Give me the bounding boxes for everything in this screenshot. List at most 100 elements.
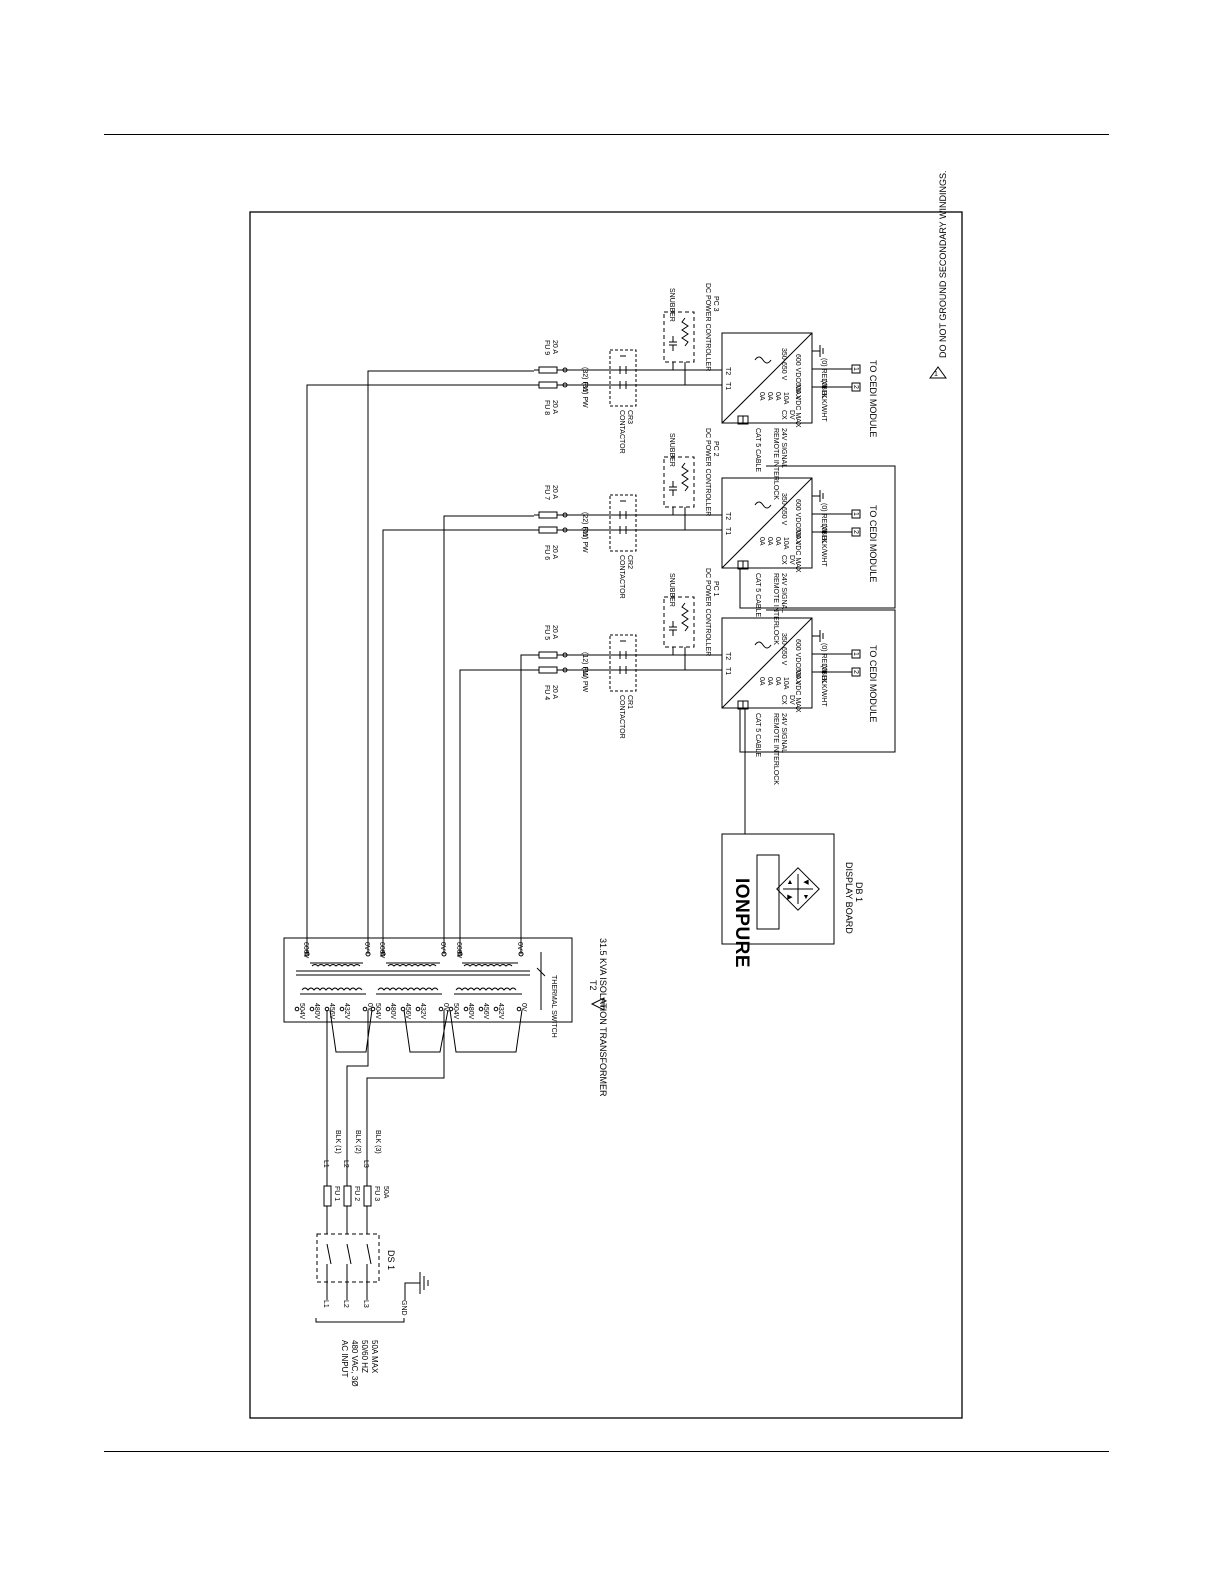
footer-rule [104, 1451, 1109, 1452]
pc-diagonal [721, 477, 813, 569]
secondary-terminal [518, 951, 524, 957]
note-block: 1 DO NOT GROUND SECONDARY WINDINGS. [929, 170, 948, 379]
to-cedi-label: TO CEDI MODULE [868, 505, 878, 582]
display-id: DB 1 [854, 882, 864, 902]
pc-cat5-label: CAT 5 CABLE [754, 428, 761, 472]
secondary-terminal [457, 951, 463, 957]
pc-cx: CX [780, 695, 787, 705]
interlock-loop-2 [739, 609, 896, 753]
wire-a-label: (11) PW [581, 667, 588, 693]
transformer-box [283, 937, 573, 1023]
pc-ctrl-4: 10A [782, 677, 789, 690]
snubber-capacitor [669, 621, 677, 636]
display-logo: IONPURE [731, 878, 752, 968]
contactor-box [609, 349, 637, 407]
wire2-label: BLK (2) [354, 1130, 361, 1154]
input-voltage: 480 VAC, 3Ø [350, 1340, 359, 1387]
pc-box [721, 477, 813, 569]
ac-input-labels: AC INPUT 480 VAC, 3Ø 50/60 HZ 50A MAX L1… [322, 1130, 407, 1387]
wire1-label: BLK (1) [334, 1130, 341, 1154]
tap-terminal [324, 1006, 330, 1012]
secondary-terminal [365, 951, 371, 957]
pc-diagonal [721, 617, 813, 709]
snubber-box [663, 311, 695, 363]
wire1-phase: L1 [322, 1160, 329, 1168]
pc-t1: T1 [724, 527, 731, 535]
sec-low-2: 0V [439, 942, 446, 951]
pc-ctrl-3: 0A [774, 537, 781, 546]
pc-title: DC POWER CONTROLLER [704, 428, 711, 516]
tb-neg [851, 527, 861, 537]
primary-tap-2-5: 0V [442, 1003, 449, 1012]
pc-ctrl-3: 0A [774, 677, 781, 686]
pc-ctrl-1: 0A [758, 537, 765, 546]
input-bracket [315, 1318, 405, 1323]
pc-out-pos: 600 VDC MAX [794, 499, 801, 545]
snubber-label: SNUBBER [668, 288, 675, 322]
sec-high-3: 600V [455, 942, 462, 959]
wire-b-label: (32) PW [581, 367, 588, 393]
tap-terminal [463, 1006, 469, 1012]
dc-out-neg-label: (0) BLK/WHT [820, 665, 827, 707]
pc-ctrl-4: 10A [782, 392, 789, 405]
fuse-b-symbol [538, 651, 558, 659]
pc-t1: T1 [724, 667, 731, 675]
transformer-marker: 1 [600, 1002, 604, 1009]
pc-box [721, 332, 813, 424]
pc-rating: 350-650 V [780, 633, 787, 666]
pc-remote-label: REMOTE INTERLOCK [772, 573, 779, 645]
phase-l3: L3 [362, 1300, 369, 1308]
sec-low-1: 0V [363, 942, 370, 951]
ground-symbol [404, 1272, 429, 1300]
to-cedi-label: TO CEDI MODULE [868, 645, 878, 722]
ground-label: GND [400, 1300, 407, 1316]
pc-sine [754, 501, 772, 509]
fuse-a-name: FU 6 [543, 545, 550, 560]
tb-pos-label: 1 [852, 512, 859, 516]
snubber-box [663, 456, 695, 508]
pc-signal-label: 24V SIGNAL [780, 573, 787, 613]
phase-l2: L2 [342, 1300, 349, 1308]
primary-tap-3-5: 0V [520, 1003, 527, 1012]
fuse-a-rating: 20 A [551, 400, 558, 414]
fuse-a-symbol [538, 666, 558, 674]
dc-out-pos-label: (0) RED/BLK [820, 643, 827, 684]
display-board [721, 833, 835, 945]
header-rule [104, 134, 1109, 135]
thermal-switch-label: THERMAL SWITCH [550, 975, 557, 1038]
pc-out-neg: 600 VDC MAX [794, 527, 801, 573]
tb-pos-label: 1 [852, 652, 859, 656]
tap-terminal [478, 1006, 484, 1012]
note-text: DO NOT GROUND SECONDARY WINDINGS. [938, 170, 948, 358]
pc-id: PC 1 [712, 581, 719, 597]
input-fuse-symbols [323, 1180, 372, 1234]
transformer-core [296, 970, 530, 976]
disconnect-label: DS 1 [386, 1250, 396, 1270]
contactor-id: CR3 [626, 410, 633, 424]
wire-a-label: (31) PW [581, 382, 588, 408]
primary-tap-3-1: 504V [452, 1003, 459, 1020]
pc-title: DC POWER CONTROLLER [704, 283, 711, 371]
contactor-label: CONTACTOR [618, 410, 625, 454]
contactor-label: CONTACTOR [618, 555, 625, 599]
fu2-name: FU 2 [353, 1186, 360, 1201]
pc-dv: DV [788, 555, 795, 565]
snubber-resistor [681, 602, 689, 632]
pc-ctrl-1: 0A [758, 677, 765, 686]
pc-diagonal [721, 332, 813, 424]
pc-dv: DV [788, 695, 795, 705]
contactor-box [609, 634, 637, 692]
fuse-b-name: FU 7 [543, 485, 550, 500]
tap-terminal [415, 1006, 421, 1012]
primary-tap-3-2: 480V [467, 1003, 474, 1020]
display-labels: IONPURE DISPLAY BOARD DB 1 ▲ ◀ ▶ ▼ [731, 862, 864, 968]
tb-neg [851, 382, 861, 392]
pc-cat5-label: CAT 5 CABLE [754, 573, 761, 617]
pc-cat5-label: CAT 5 CABLE [754, 713, 761, 757]
wire2-phase: L2 [342, 1160, 349, 1168]
pc-remote-label: REMOTE INTERLOCK [772, 428, 779, 500]
fuse-b-name: FU 5 [543, 625, 550, 640]
fu3-name: FU 3 [373, 1186, 380, 1201]
